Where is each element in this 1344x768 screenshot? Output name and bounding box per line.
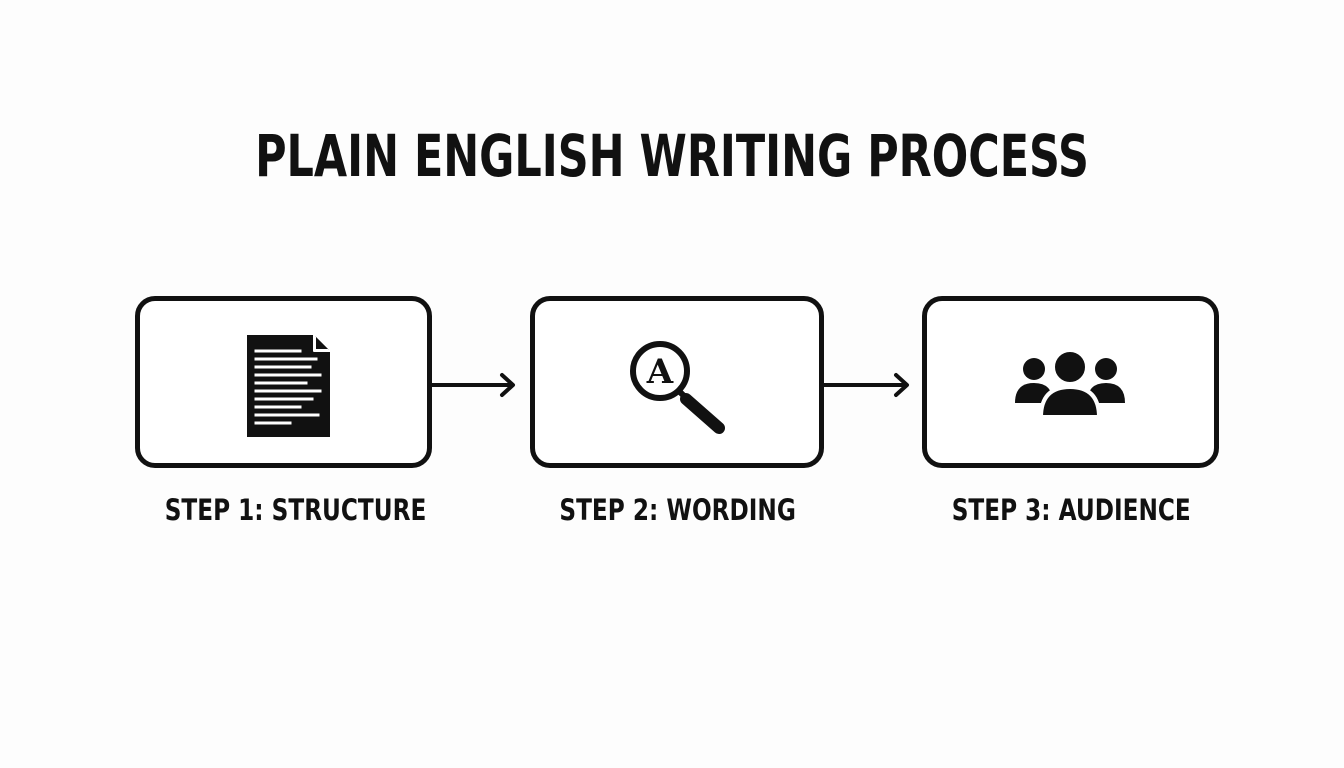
step-2-label: STEP 2: WORDING <box>559 493 796 527</box>
arrow-1-to-2 <box>432 373 515 397</box>
step-1-label: STEP 1: STRUCTURE <box>164 493 427 527</box>
document-icon <box>247 335 330 437</box>
people-group-icon <box>1015 348 1125 419</box>
step-2-box: A <box>530 296 824 468</box>
diagram-title: PLAIN ENGLISH WRITING PROCESS <box>255 122 1089 190</box>
step-1-box <box>135 296 432 468</box>
magnifier-letter: A <box>646 352 674 392</box>
step-3-box <box>922 296 1219 468</box>
arrow-2-to-3 <box>824 373 909 397</box>
step-3-label: STEP 3: AUDIENCE <box>951 493 1191 527</box>
magnifier-letter-icon: A <box>630 341 725 434</box>
